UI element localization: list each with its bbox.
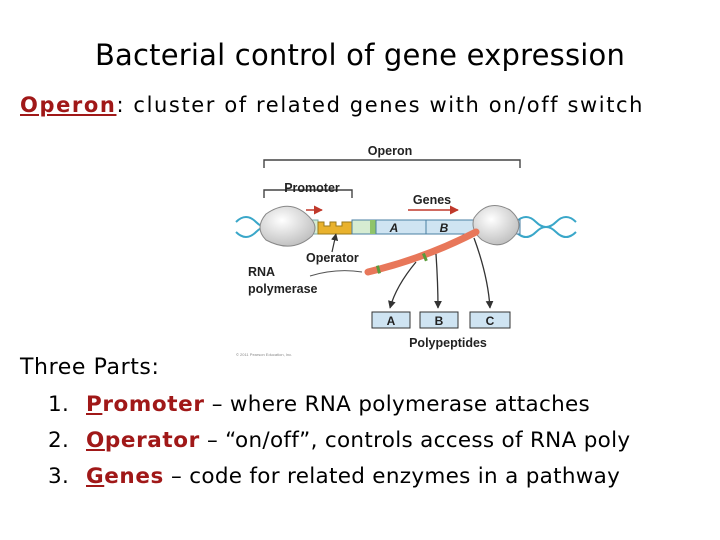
list-item: 1. Promoter – where RNA polymerase attach… [48,392,630,428]
polypeptides-label: Polypeptides [409,336,487,350]
polypeptide-b-box [419,311,459,329]
operator-label: Operator [306,251,359,265]
operator-region [317,221,353,235]
operon-label: Operon [368,144,412,158]
parts-heading: Three Parts: [20,355,160,380]
copyright-note: © 2011 Pearson Education, Inc. [236,352,292,357]
mrna-marks [376,252,428,274]
gene-a-box [375,219,427,235]
operon-diagram: Operon Promoter Genes A B C Operator [235,144,577,357]
operon-definition: Operon: cluster of related genes with on… [20,93,644,117]
rna-polymerase-left [259,205,316,247]
gene-b-label: B [440,221,449,235]
part-description: – code for related enzymes in a pathway [163,464,621,489]
slide-title: Bacterial control of gene expression [94,38,626,72]
operator-pointer [331,233,339,253]
operon-term: Operon [20,93,117,117]
item-number: 1. [48,392,70,417]
polypeptide-c-label: C [486,314,495,328]
polypeptide-boxes: A B C [371,311,511,329]
rna-polymerase-right [472,205,520,246]
item-number: 3. [48,464,70,489]
part-name: Genes [86,464,164,489]
part-name: Operator [86,428,200,453]
list-item: 3. Genes – code for related enzymes in a … [48,464,630,500]
part-description: – where RNA polymerase attaches [204,392,591,417]
promoter-bracket: Promoter [263,181,353,198]
mrna-strand [364,228,480,276]
operon-bracket: Operon [263,144,521,168]
gene-boxes: A B C [351,219,521,235]
polypeptide-b-label: B [435,314,444,328]
parts-list: 1. Promoter – where RNA polymerase attach… [48,392,630,500]
polymerase-pointer [309,270,363,277]
promoter-label: Promoter [284,181,340,195]
genes-arrow: Genes [306,193,459,215]
polypeptide-c-box [469,311,511,329]
part-description: – “on/off”, controls access of RNA poly [199,428,631,453]
list-item: 2. Operator – “on/off”, controls access o… [48,428,630,464]
polypeptide-a-box [371,311,411,329]
polypeptide-a-label: A [387,314,396,328]
part-name: Promoter [86,392,205,417]
translation-arrows [388,237,494,309]
item-number: 2. [48,428,70,453]
rna-label: RNA [248,265,275,279]
gene-a-label: A [389,221,399,235]
genes-label: Genes [413,193,451,207]
polymerase-label: polymerase [248,282,318,296]
operon-definition-text: : cluster of related genes with on/off s… [116,93,645,117]
